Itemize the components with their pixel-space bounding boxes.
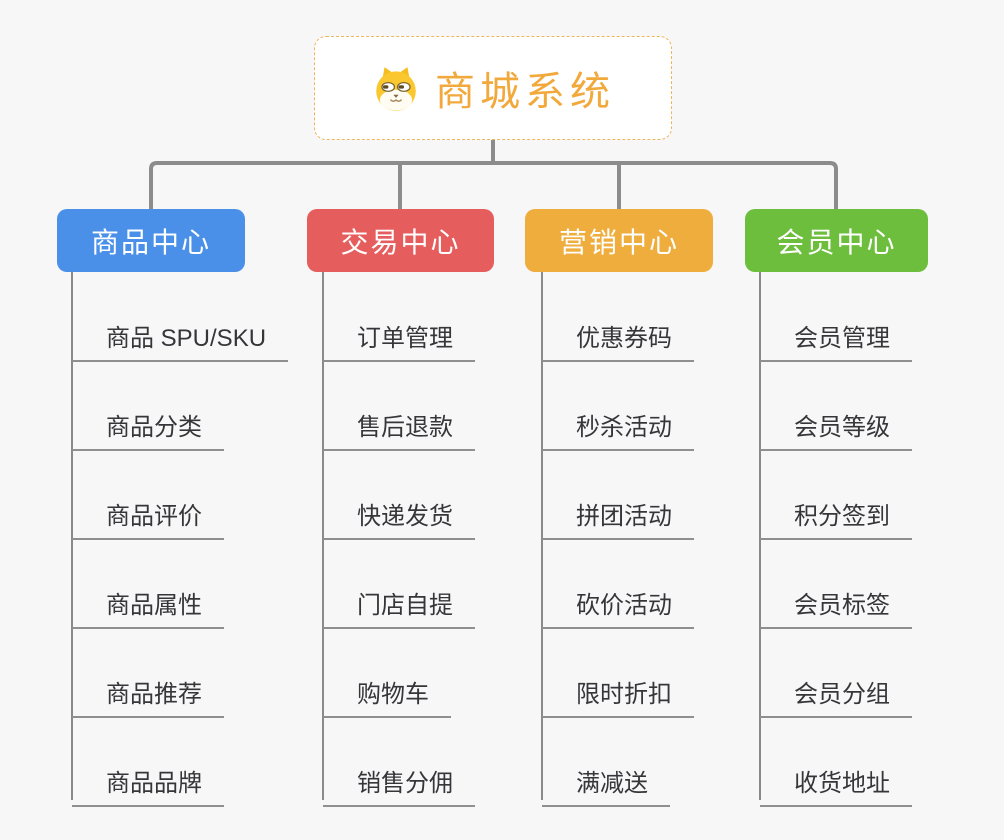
leaf-node[interactable]: 优惠券码 [542,309,694,362]
leaf-node[interactable]: 会员管理 [760,309,912,362]
leaf-node[interactable]: 限时折扣 [542,665,694,718]
leaf-node[interactable]: 销售分佣 [323,754,475,807]
leaf-node[interactable]: 快递发货 [323,487,475,540]
branch-label: 交易中心 [340,226,461,258]
leaf-node[interactable]: 拼团活动 [542,487,694,540]
branch-node-3[interactable]: 营销中心 [525,209,713,272]
branch-node-1[interactable]: 商品中心 [57,209,245,272]
leaf-node[interactable]: 商品推荐 [72,665,224,718]
leaf-node[interactable]: 秒杀活动 [542,398,694,451]
root-title: 商城系统 [435,70,615,114]
branch-label: 会员中心 [776,226,897,258]
root-node[interactable]: 商城系统 [314,36,672,140]
branch-label: 营销中心 [558,226,679,258]
leaf-node[interactable]: 订单管理 [323,309,475,362]
leaf-node[interactable]: 购物车 [323,665,451,718]
branch-label: 商品中心 [90,226,211,258]
leaf-node[interactable]: 积分签到 [760,487,912,540]
leaf-node[interactable]: 商品分类 [72,398,224,451]
leaf-node[interactable]: 商品品牌 [72,754,224,807]
dog-face-icon [371,63,421,113]
leaf-node[interactable]: 会员等级 [760,398,912,451]
leaf-node[interactable]: 售后退款 [323,398,475,451]
branch-node-2[interactable]: 交易中心 [307,209,494,272]
leaf-node[interactable]: 会员标签 [760,576,912,629]
leaf-node[interactable]: 商品属性 [72,576,224,629]
leaf-node[interactable]: 商品评价 [72,487,224,540]
leaf-node[interactable]: 砍价活动 [542,576,694,629]
leaf-node[interactable]: 门店自提 [323,576,475,629]
leaf-node[interactable]: 会员分组 [760,665,912,718]
leaf-node[interactable]: 满减送 [542,754,670,807]
leaf-node[interactable]: 商品 SPU/SKU [72,309,289,362]
branch-node-4[interactable]: 会员中心 [745,209,928,272]
leaf-node[interactable]: 收货地址 [760,754,912,807]
